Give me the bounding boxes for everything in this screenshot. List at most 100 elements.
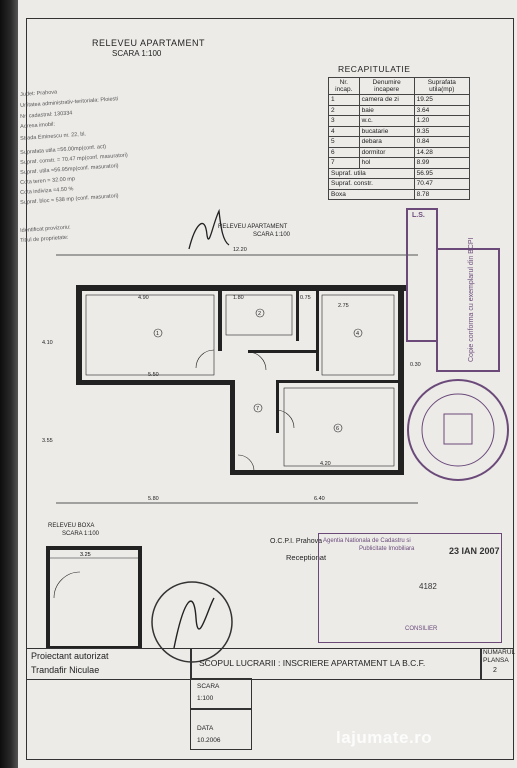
plan-scale: SCARA 1:100 [112, 49, 162, 58]
cell: 1.20 [413, 115, 471, 127]
cell: 3.64 [413, 104, 471, 116]
signature-seal [151, 581, 233, 663]
cell: bucatarie [358, 125, 415, 137]
dim-text: 4.20 [320, 461, 331, 467]
recap-header-nr: Nr. incap. [328, 77, 360, 95]
cell: hol [358, 157, 415, 169]
cell: dormitor [358, 146, 415, 158]
ocpi-consilier: CONSILIER [405, 626, 438, 632]
cell: 5 [328, 136, 360, 148]
scale-cell: SCARA 1:100 [190, 678, 252, 710]
watermark: lajumate.ro [336, 728, 433, 747]
ls-stamp-label: L.S. [412, 212, 425, 219]
dim-text: 5.80 [148, 496, 159, 502]
cell: 0.84 [413, 136, 471, 148]
designer-name: Trandafir Niculae [31, 665, 100, 675]
round-seal [407, 379, 509, 481]
room-number: 4 [356, 331, 359, 337]
date-cell: DATA 10.2006 [190, 708, 252, 750]
ls-stamp: L.S. [406, 208, 438, 342]
dim-text: 3.25 [80, 552, 91, 558]
plan-subtitle: RELEVEU APARTAMENT [218, 224, 288, 230]
table-row: Supraf. constr.70.47 [328, 178, 471, 190]
sheet-number-value: 2 [493, 667, 497, 674]
box-scale: SCARA 1:100 [62, 531, 100, 537]
page-border [26, 18, 514, 760]
plan-subtitle-scale: SCARA 1:100 [253, 232, 291, 238]
date-label: DATA [197, 725, 214, 732]
dim-text: 6.40 [314, 496, 325, 502]
binder-edge [0, 0, 18, 768]
scale-value: 1:100 [197, 695, 214, 702]
cell: Supraf. utila [328, 167, 415, 179]
cell: 8.99 [413, 157, 471, 169]
certification-text: Copie conforma cu exemplarul din BCPI [468, 237, 475, 362]
cell: 8.78 [413, 188, 471, 200]
box-title: RELEVEU BOXA [48, 523, 95, 529]
dim-text: 1.80 [233, 295, 244, 301]
ocpi-agency-2: Publicitate Imobiliara [359, 546, 415, 552]
ocpi-number: 4182 [419, 582, 437, 591]
signature [188, 208, 230, 250]
ocpi-agency: Agentia Nationala de Cadastru si [323, 538, 411, 544]
cell: 4 [328, 125, 360, 137]
cell: 1 [328, 94, 360, 106]
cell: 56.95 [413, 167, 471, 179]
cell: camera de zi [358, 94, 415, 106]
dim-text: 5.50 [148, 372, 159, 378]
plan-title: RELEVEU APARTAMENT [92, 38, 206, 48]
cell: 6 [328, 146, 360, 158]
ocpi-label: O.C.P.I. Prahova [270, 538, 323, 545]
cell: 70.47 [413, 178, 471, 190]
sheet-number-sub: PLANSA [483, 657, 509, 664]
cell: baie [358, 104, 415, 116]
recap-header-name: Denumire incapere [358, 77, 415, 95]
cell: Supraf. constr. [328, 178, 415, 190]
cell: 19.25 [413, 94, 471, 106]
room-number: 1 [156, 331, 159, 337]
cell: 14.28 [413, 146, 471, 158]
floor-plan: 12.20 4.90 1.80 0.75 2.75 5.50 4.20 5.80… [42, 247, 421, 504]
recapitulatie-table: RECAPITULATIE Nr. incap. Denumire incape… [328, 64, 471, 200]
dim-text: 12.20 [233, 247, 247, 253]
work-title: SCOPUL LUCRARII : INSCRIERE APARTAMENT L… [199, 658, 426, 668]
cell: 2 [328, 104, 360, 116]
sheet-number-cell: NUMARUL PLANSA 2 [480, 648, 515, 680]
ocpi-date: 23 IAN 2007 [449, 546, 500, 556]
dim-text: 3.55 [42, 438, 53, 444]
cell: Boxa [328, 188, 415, 200]
scale-label: SCARA [197, 683, 220, 690]
dim-text: 2.75 [338, 303, 349, 309]
room-number: 6 [336, 426, 339, 432]
dim-text: 0.30 [410, 362, 421, 368]
cell: w.c. [358, 115, 415, 127]
work-cell: SCOPUL LUCRARII : INSCRIERE APARTAMENT L… [190, 648, 482, 680]
box-plan: 3.25 [46, 546, 142, 648]
designer-role: Proiectant autorizat [31, 651, 109, 661]
dim-text: 0.75 [300, 295, 311, 301]
dim-text: 4.90 [138, 295, 149, 301]
dim-text: 4.10 [42, 340, 53, 346]
ocpi-stamp: Agentia Nationala de Cadastru si Publici… [318, 533, 502, 643]
receptionat-label: Receptionat [286, 553, 327, 562]
room-number: 2 [258, 311, 261, 317]
designer-cell: Proiectant autorizat Trandafir Niculae [26, 648, 192, 680]
cell: 7 [328, 157, 360, 169]
date-value: 10.2006 [197, 737, 221, 744]
room-number: 7 [256, 406, 259, 412]
certification-stamp: Copie conforma cu exemplarul din BCPI [436, 237, 500, 372]
cell: 9.35 [413, 125, 471, 137]
title-block: Proiectant autorizat Trandafir Niculae S… [18, 648, 517, 758]
document-sheet: RELEVEU APARTAMENT SCARA 1:100 RECAPITUL… [18, 0, 517, 768]
recap-header-area: Suprafata utila(mp) [413, 77, 471, 95]
recap-title: RECAPITULATIE [338, 64, 411, 74]
